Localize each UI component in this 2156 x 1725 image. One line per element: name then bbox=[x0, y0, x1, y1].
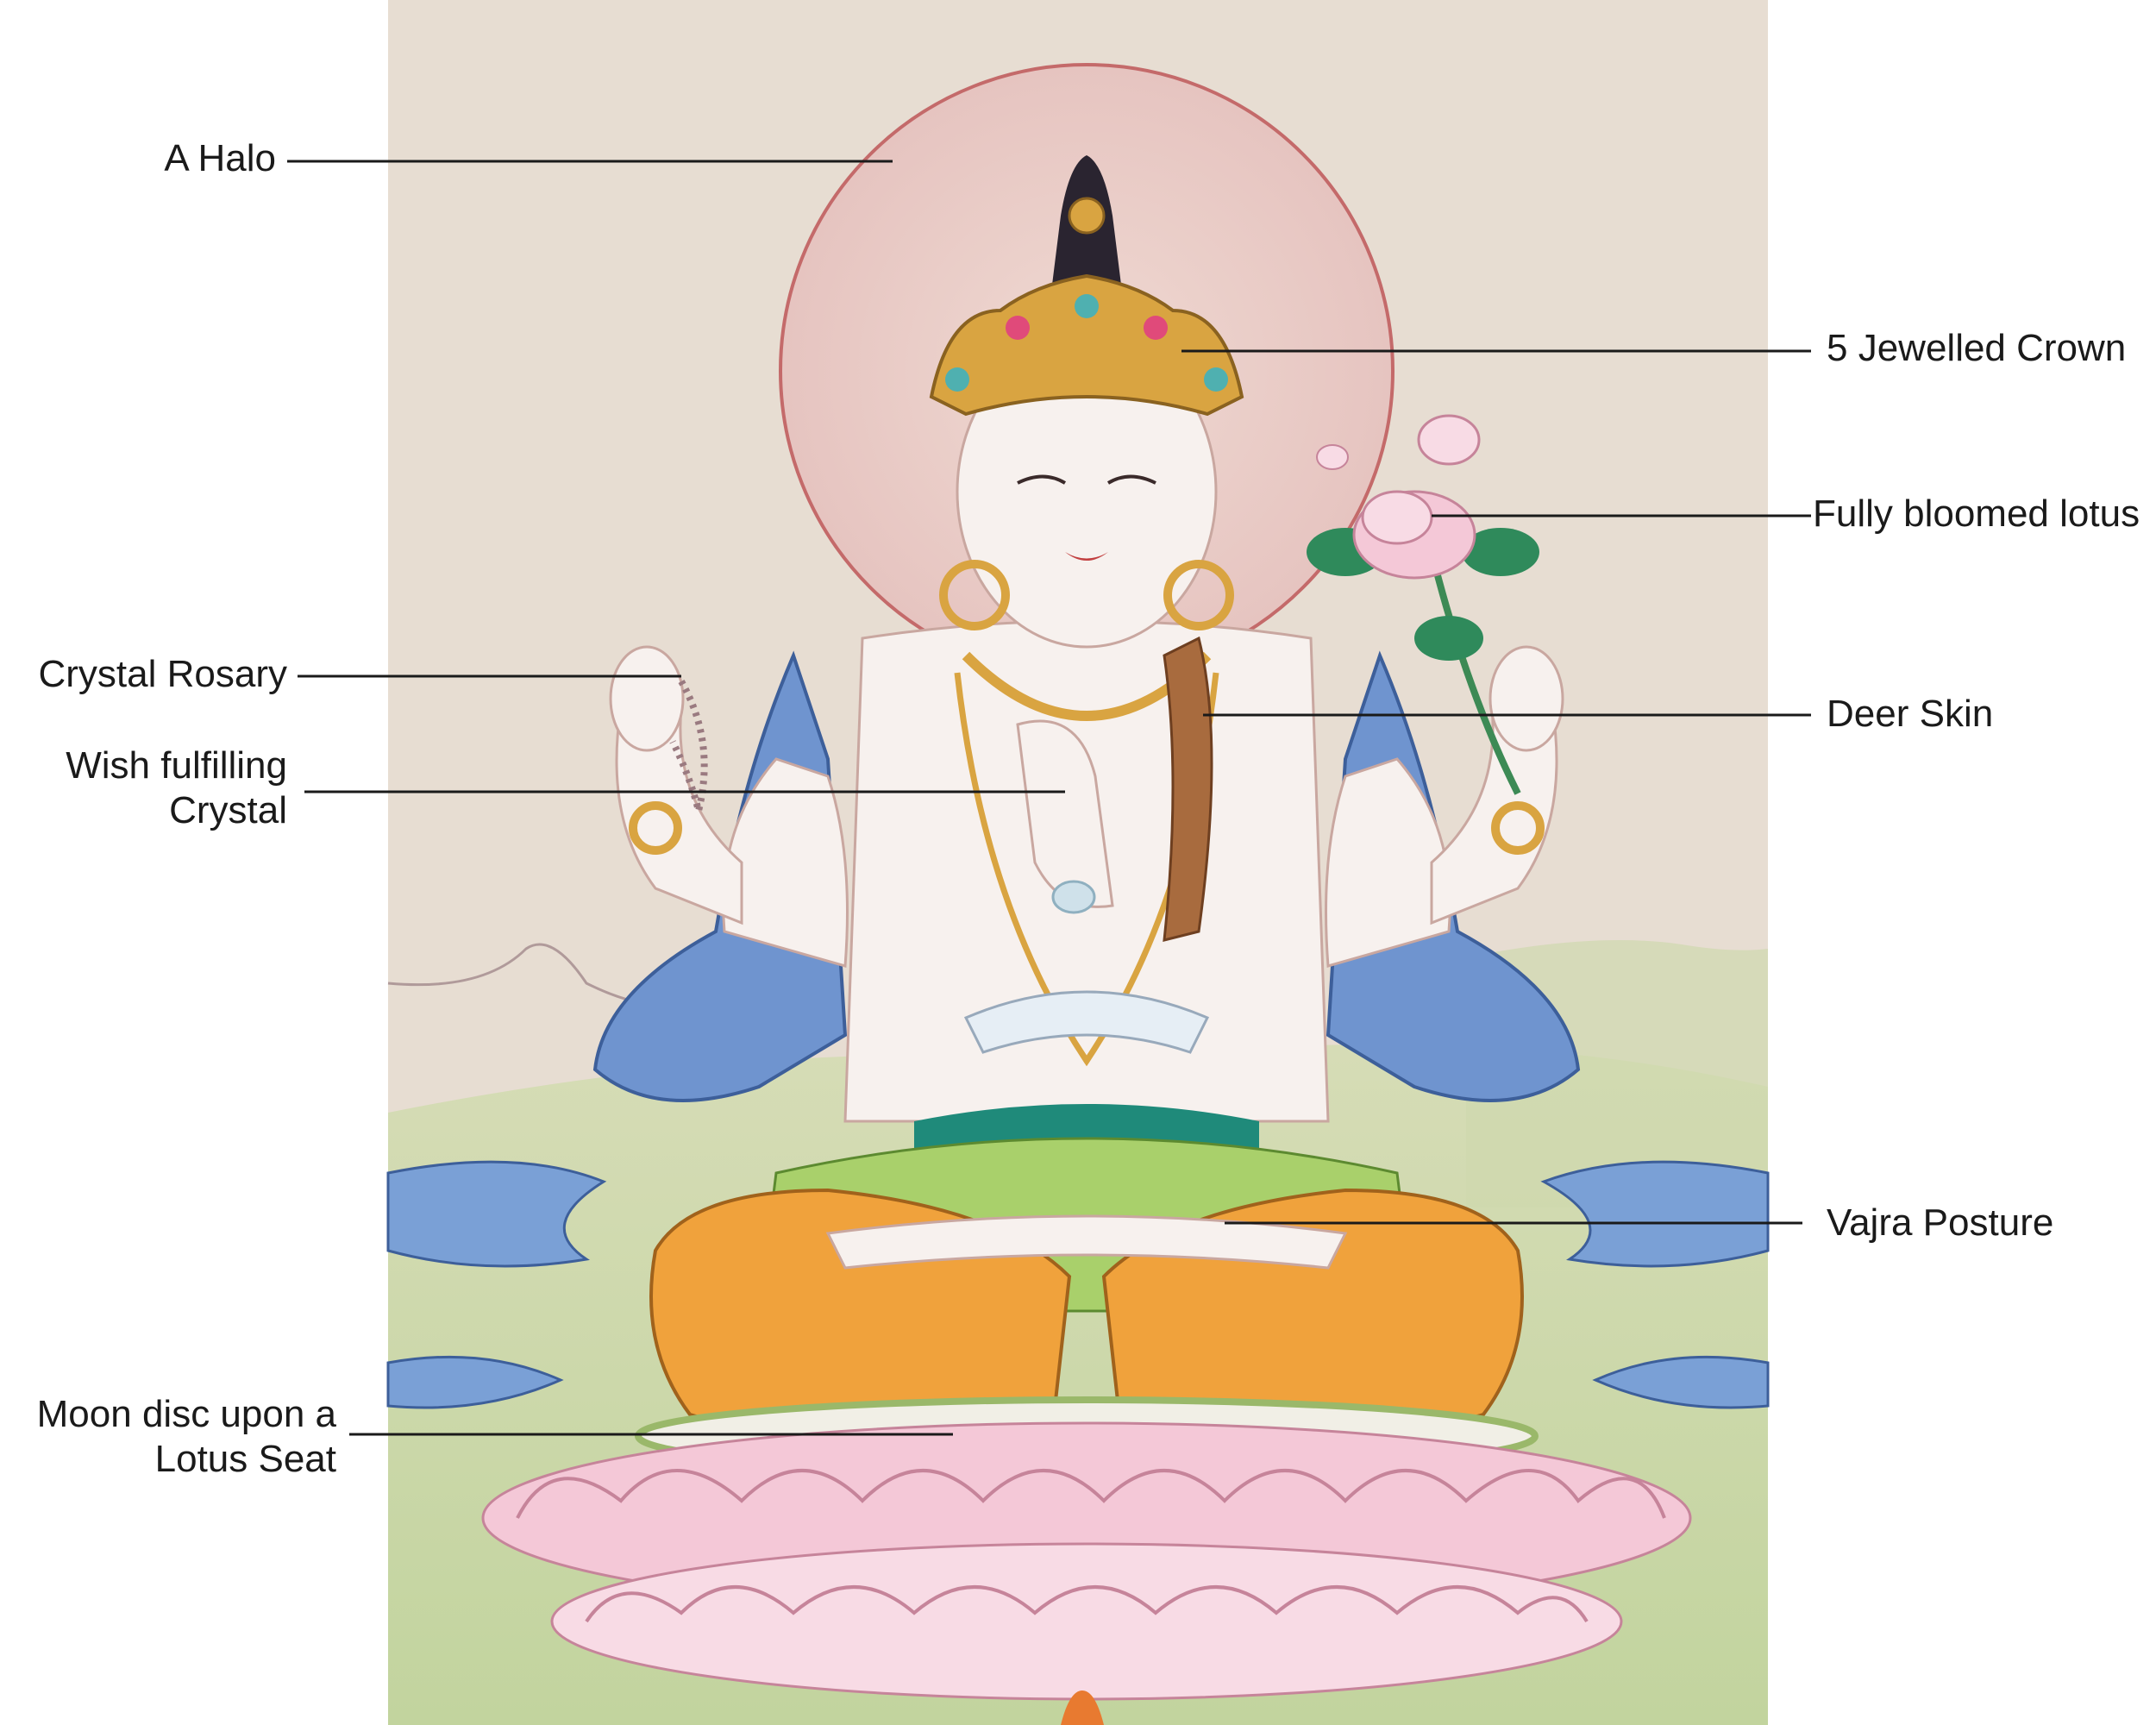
fully-bloomed-lotus bbox=[1316, 414, 1481, 580]
label-vajra-text: Vajra Posture bbox=[1827, 1201, 2054, 1244]
arm-left bbox=[722, 757, 849, 968]
lips bbox=[1065, 552, 1108, 561]
vajra-posture-feet bbox=[825, 1214, 1348, 1270]
bracelet-right bbox=[1491, 801, 1545, 855]
label-moon: Moon disc upon a Lotus Seat bbox=[0, 1392, 336, 1482]
eye-right bbox=[1106, 474, 1156, 485]
label-halo: A Halo bbox=[0, 136, 276, 181]
eye-left bbox=[1017, 474, 1067, 485]
jewelled-crown bbox=[929, 273, 1244, 417]
label-crystal-line1: Wish fulfilling bbox=[66, 744, 287, 787]
label-lotus-text: Fully bloomed lotus bbox=[1813, 492, 2140, 535]
lotus-seat bbox=[481, 1421, 1692, 1701]
earring-left bbox=[939, 560, 1010, 630]
flame-ornament bbox=[1061, 1690, 1104, 1725]
arm-right bbox=[1325, 757, 1451, 968]
label-crystal: Wish fulfilling Crystal bbox=[0, 743, 287, 833]
hand-right-raised bbox=[1489, 645, 1564, 752]
praying-hands bbox=[1016, 719, 1114, 908]
deer-skin bbox=[1163, 636, 1213, 942]
label-halo-text: A Halo bbox=[164, 137, 276, 179]
label-crown: 5 Jewelled Crown bbox=[1827, 326, 2126, 371]
label-moon-line2: Lotus Seat bbox=[154, 1438, 336, 1480]
label-crystal-line2: Crystal bbox=[169, 789, 287, 831]
label-deer-text: Deer Skin bbox=[1827, 693, 1994, 735]
scarf-left-low bbox=[386, 1355, 564, 1409]
label-moon-line1: Moon disc upon a bbox=[36, 1393, 336, 1435]
wish-fulfilling-crystal bbox=[1051, 880, 1096, 914]
earring-right bbox=[1163, 560, 1234, 630]
label-lotus: Fully bloomed lotus bbox=[1813, 492, 2140, 536]
topknot-jewel bbox=[1068, 197, 1106, 235]
hand-left-raised bbox=[609, 645, 685, 752]
label-rosary: Crystal Rosary bbox=[0, 652, 288, 697]
sash-white bbox=[963, 990, 1210, 1054]
scarf-left-flow bbox=[386, 1160, 607, 1268]
forearm-left bbox=[615, 706, 743, 925]
lotus-leaf-3 bbox=[1414, 616, 1483, 661]
scarf-right-low bbox=[1592, 1355, 1770, 1409]
label-deer: Deer Skin bbox=[1827, 692, 1993, 737]
label-rosary-text: Crystal Rosary bbox=[38, 653, 288, 695]
crystal-rosary bbox=[669, 680, 708, 812]
bracelet-left bbox=[629, 801, 682, 855]
lotus-stem bbox=[1428, 551, 1521, 795]
label-crown-text: 5 Jewelled Crown bbox=[1827, 327, 2127, 369]
forearm-right bbox=[1430, 706, 1558, 925]
label-vajra: Vajra Posture bbox=[1827, 1201, 2053, 1245]
lotus-leaf-2 bbox=[1462, 528, 1539, 576]
